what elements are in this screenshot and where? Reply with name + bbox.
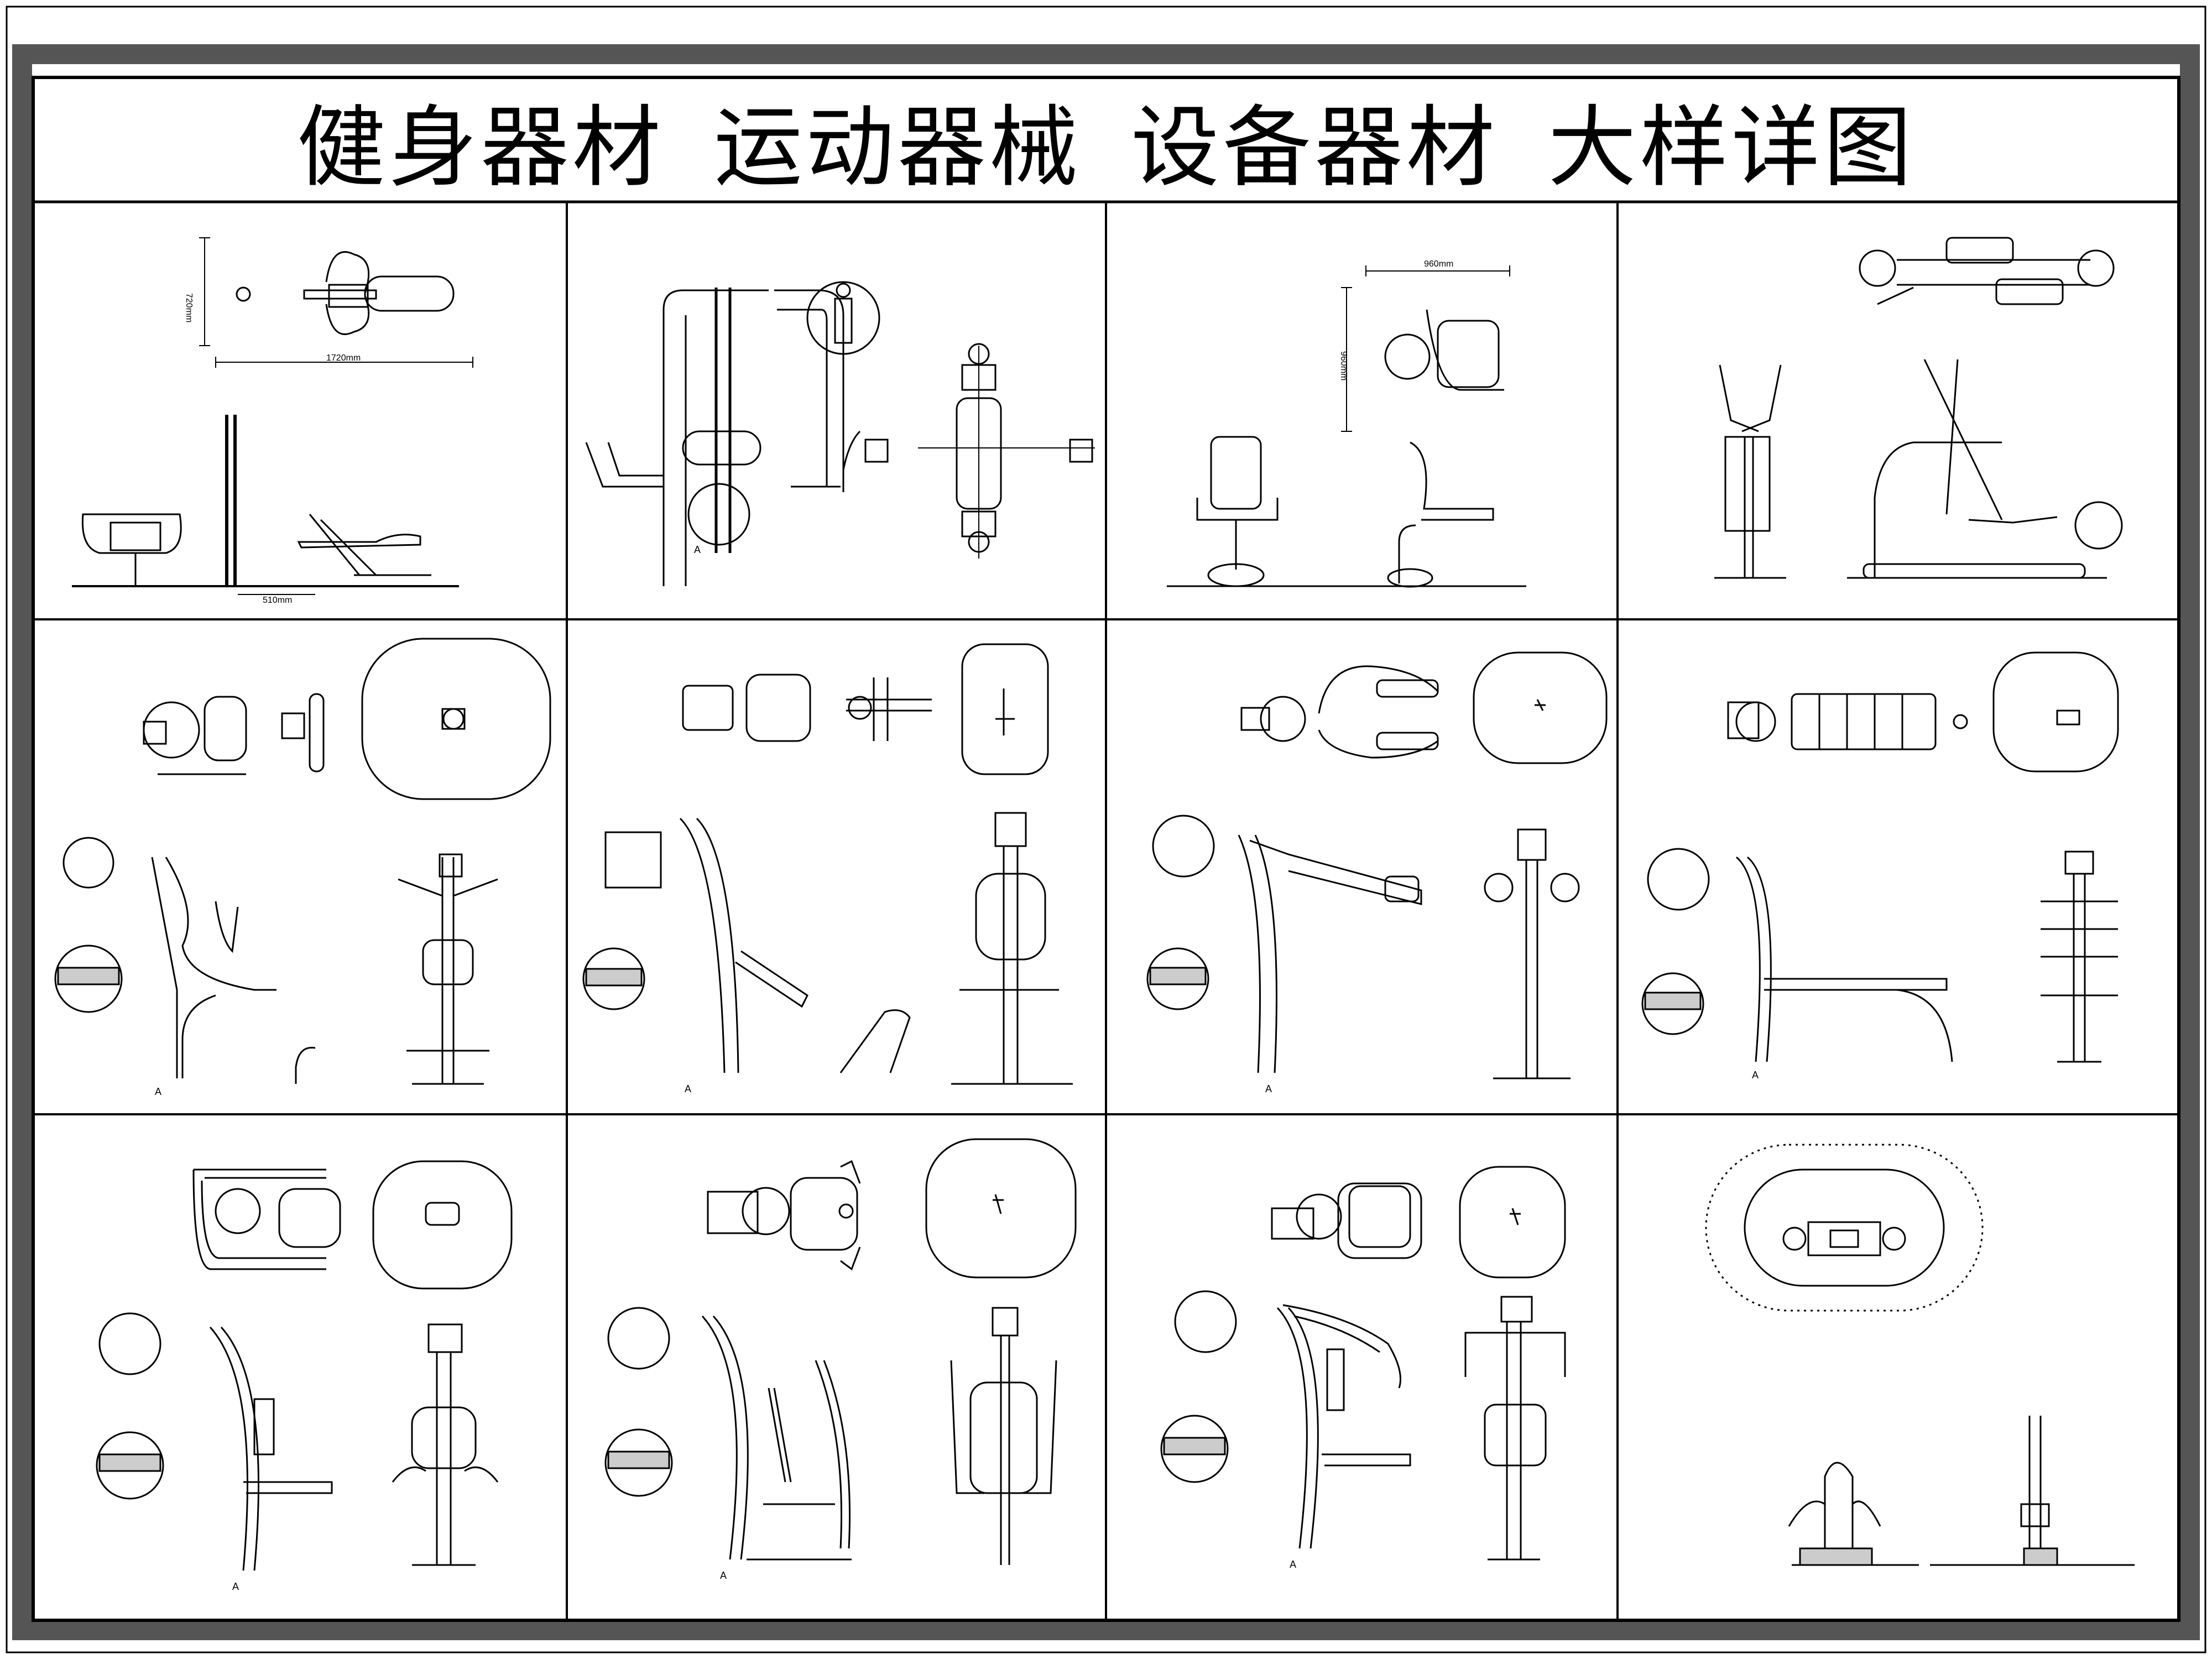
panel-7-rowing-puller: A — [1146, 651, 1608, 1094]
frame-band — [12, 44, 2200, 1640]
outer-border — [6, 6, 2206, 1653]
section-marker-a-p2: A — [694, 544, 701, 555]
panel-10-stepper: A — [604, 1138, 1077, 1581]
panel-2-dual-arm-press: A — [585, 281, 1095, 586]
panel-4-elliptical-walker — [1714, 237, 2123, 579]
dim-720: 720mm — [184, 293, 194, 322]
panel-1-rider-machine: 720mm 1720mm 510mm — [72, 237, 473, 605]
panel-12-plan-and-elevation — [1705, 1144, 2135, 1566]
sheet-title: 健身器材 运动器械 设备器材 大样详图 — [33, 77, 2179, 202]
section-marker-a-p9: A — [232, 1581, 239, 1592]
panel-9-leg-press: A — [96, 1160, 513, 1592]
dim-1720: 1720mm — [326, 353, 361, 363]
panel-6-seated-row: A — [582, 643, 1073, 1094]
section-marker-a-p11: A — [1290, 1559, 1296, 1570]
section-marker-a-p5: A — [155, 1086, 161, 1097]
dim-960-h: 960mm — [1424, 259, 1453, 269]
panel-3-seated-chair: 960mm 960mm — [1167, 259, 1526, 588]
dim-960-v: 960mm — [1339, 351, 1348, 380]
title-part-2: 运动器械 — [713, 95, 1081, 199]
title-part-1: 健身器材 — [296, 95, 664, 199]
title-part-3: 设备器材 — [1131, 95, 1499, 199]
panel-8-back-stretcher: A — [1641, 651, 2119, 1081]
section-marker-a-p6: A — [685, 1083, 691, 1094]
panel-11-pull-down: A — [1160, 1166, 1566, 1570]
section-marker-a-p7: A — [1265, 1083, 1272, 1094]
section-marker-a-p10: A — [720, 1570, 727, 1581]
panel-5-chest-press: A — [54, 638, 551, 1097]
section-marker-a-p8: A — [1752, 1070, 1759, 1081]
title-part-4: 大样详图 — [1548, 95, 1916, 199]
panel-grid — [33, 202, 2179, 1620]
dim-510: 510mm — [263, 596, 292, 605]
